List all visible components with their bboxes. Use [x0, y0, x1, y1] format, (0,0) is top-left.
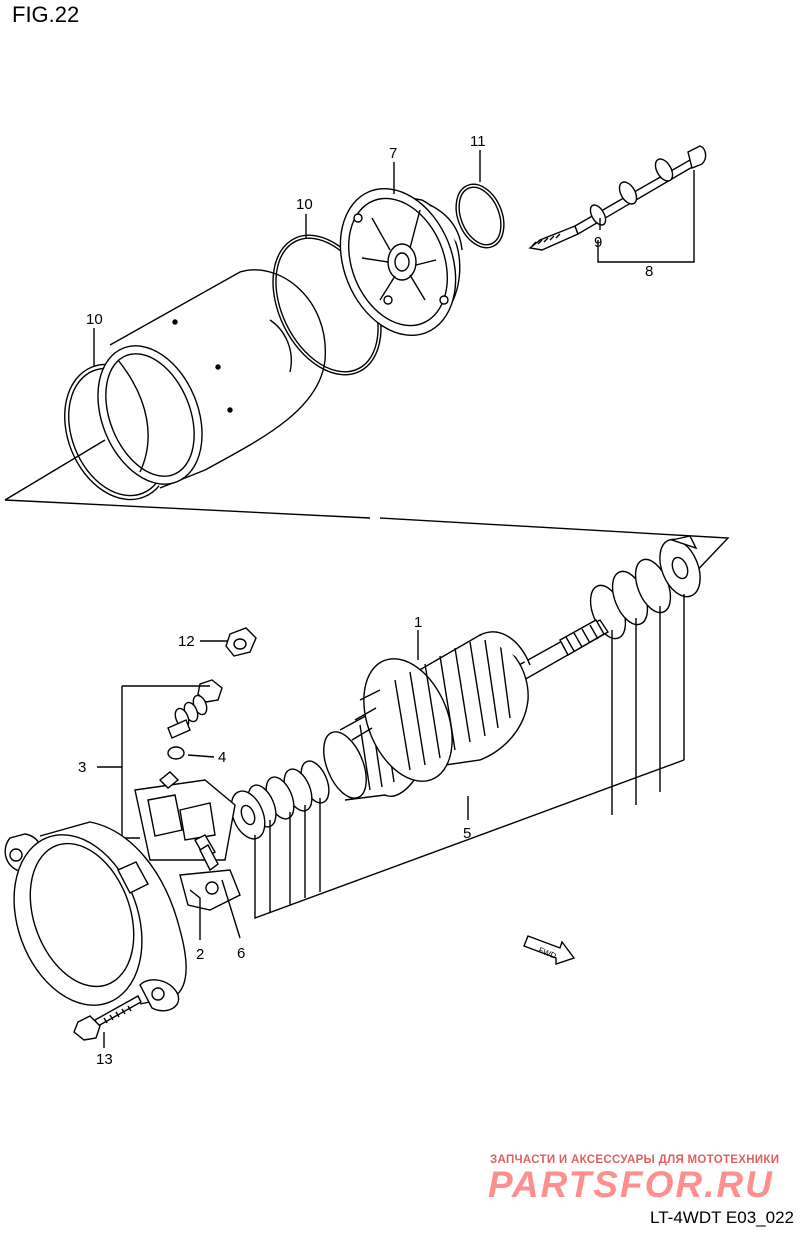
figure-code: LT-4WDT E03_022	[650, 1208, 794, 1227]
fwd-arrow: FWD	[523, 935, 576, 965]
callout-5: 5	[463, 825, 471, 842]
figure-title: FIG.22	[12, 2, 80, 27]
callout-3: 3	[78, 759, 86, 776]
callout-13: 13	[96, 1051, 113, 1068]
callout-bracket-5	[254, 759, 685, 920]
callout-9: 9	[594, 234, 602, 251]
callout-2: 2	[196, 946, 204, 963]
through-bolt	[528, 145, 707, 251]
callout-12: 12	[178, 633, 195, 650]
armature	[323, 619, 609, 801]
leader-4	[187, 754, 215, 758]
washer-set-left	[230, 760, 330, 840]
callout-bracket-8	[597, 170, 695, 263]
housing-bolt	[73, 995, 142, 1041]
leader-2	[189, 889, 201, 940]
callout-4: 4	[218, 749, 226, 766]
watermark-logo: PARTSFOR.RU	[488, 1164, 774, 1205]
callout-7: 7	[389, 145, 397, 162]
separator-line	[4, 499, 371, 519]
yoke-housing	[97, 269, 326, 489]
washer-set-right	[589, 535, 701, 640]
watermark-tagline: ЗАПЧАСТИ И АКСЕССУАРЫ ДЛЯ МОТОТЕХНИКИ	[490, 1154, 780, 1166]
separator-line	[4, 439, 106, 501]
separator-line	[379, 517, 730, 579]
terminal-kit-parts	[167, 679, 223, 739]
callout-1: 1	[414, 614, 422, 631]
callout-6: 6	[237, 945, 245, 962]
front-housing	[4, 821, 241, 1012]
o-ring-small	[455, 183, 505, 249]
end-bracket	[339, 187, 463, 337]
brush-holder	[134, 771, 236, 872]
callout-8: 8	[645, 263, 653, 280]
nut	[225, 627, 257, 657]
leader-6	[221, 879, 241, 939]
callout-10-left: 10	[86, 311, 103, 328]
callout-10-center: 10	[296, 196, 313, 213]
callout-11: 11	[470, 133, 486, 150]
o-ring-terminal	[167, 746, 185, 760]
